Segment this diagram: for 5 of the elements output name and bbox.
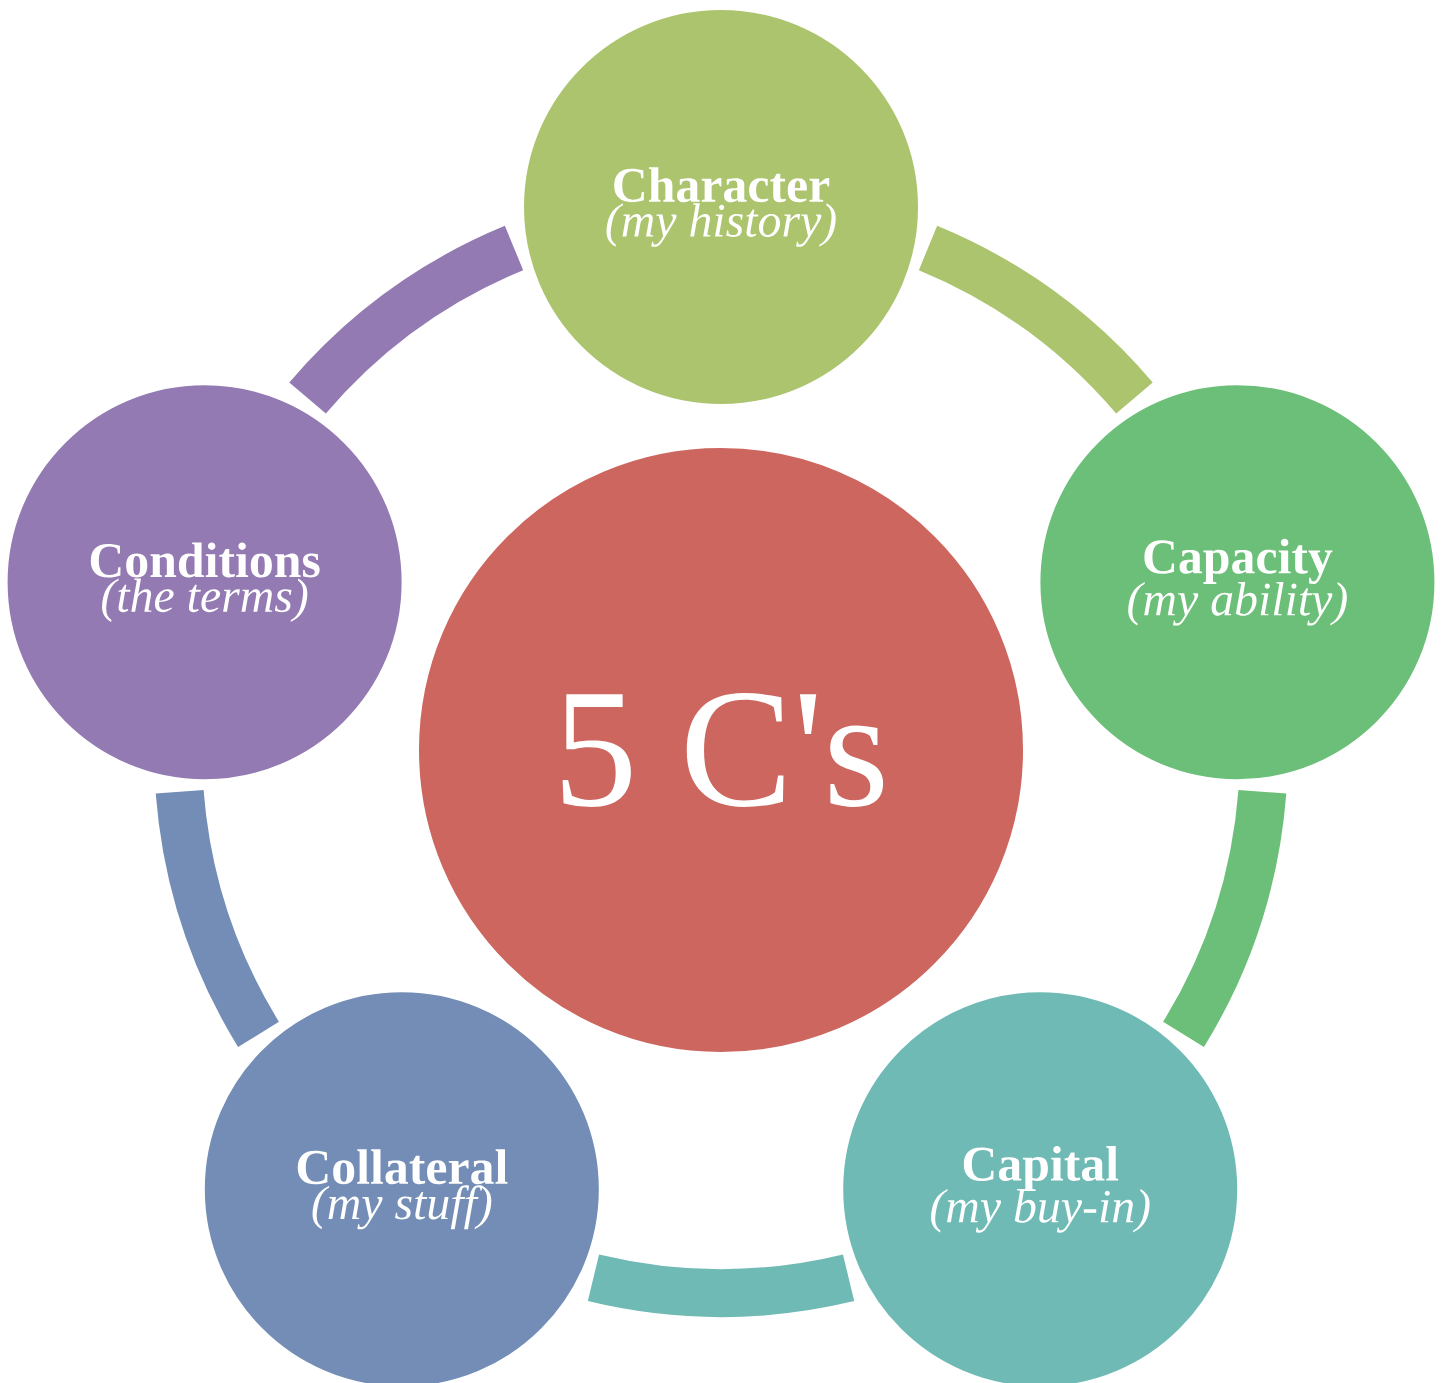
ring-arc bbox=[918, 226, 1153, 414]
ring-arc bbox=[588, 1254, 854, 1317]
ring-arc bbox=[155, 789, 280, 1047]
ring-arc bbox=[1162, 789, 1287, 1047]
ring-arc bbox=[289, 226, 524, 414]
